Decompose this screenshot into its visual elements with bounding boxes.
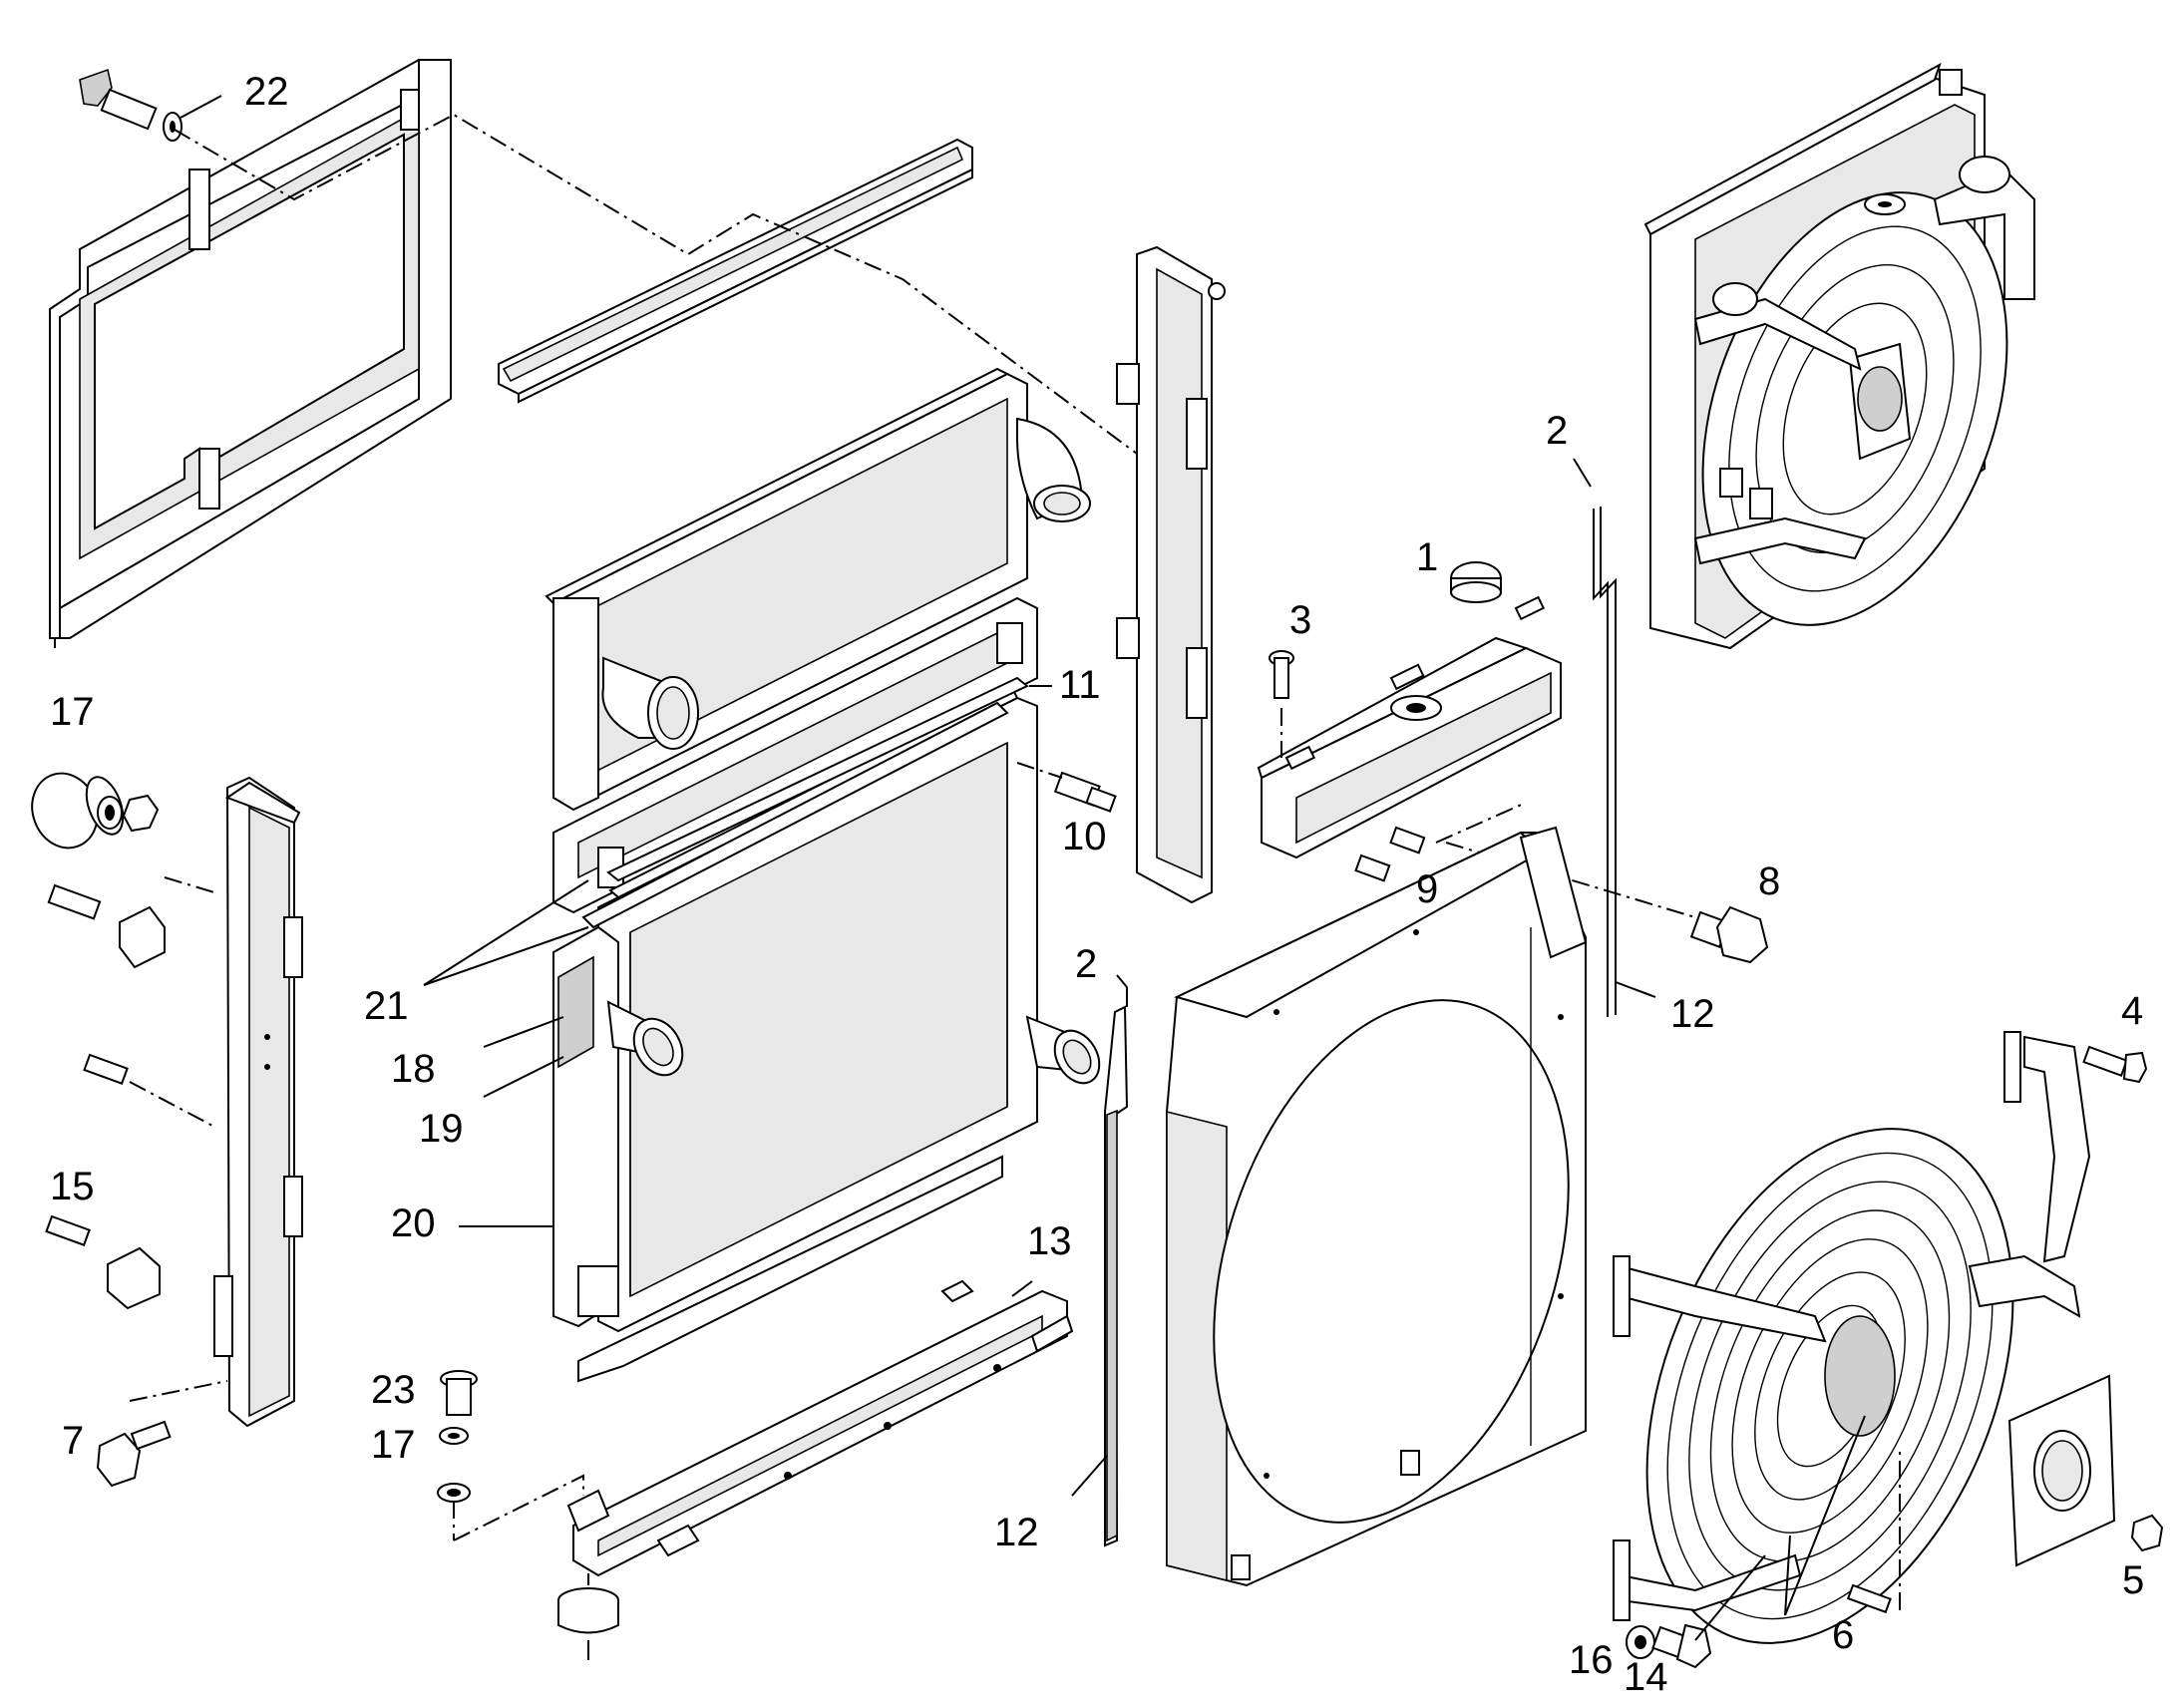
bottom-seal-strip [577, 1155, 1003, 1383]
callout-8: 8 [1758, 859, 1780, 903]
radiator-cap-1 [1450, 561, 1502, 603]
charge-air-cooler [545, 367, 1091, 812]
center-upright-member [1116, 245, 1226, 904]
left-hardware [31, 772, 215, 1488]
guard-frame [49, 59, 452, 648]
callout-7: 7 [62, 1419, 84, 1463]
seal-strip-11 [606, 676, 1052, 882]
fan-shroud [1166, 826, 1588, 1587]
fan-assembly [1613, 1031, 2116, 1644]
callout-10: 10 [1062, 815, 1107, 858]
callout-numbers: 1 2 2 3 4 5 6 7 8 9 10 11 12 12 13 14 15… [50, 70, 2144, 1699]
leader-lines [423, 458, 1866, 1641]
callout-6: 6 [1832, 1613, 1854, 1657]
assembled-cooler-view [1643, 62, 2035, 650]
callout-9: 9 [1416, 867, 1438, 911]
rubber-mount [557, 1573, 619, 1660]
bolt-4 [2082, 1045, 2148, 1084]
seal-strip-2-12-center [1104, 1005, 1129, 1547]
callout-20: 20 [391, 1201, 436, 1245]
callout-22: 22 [244, 70, 289, 114]
callout-21: 21 [364, 984, 409, 1028]
callout-16: 16 [1569, 1638, 1614, 1682]
callout-15: 15 [50, 1165, 95, 1208]
nut-5 [2130, 1514, 2164, 1552]
assembly-lines [174, 113, 1527, 844]
callout-19: 19 [419, 1107, 464, 1151]
callout-12: 12 [1670, 992, 1715, 1036]
callout-2: 2 [1075, 942, 1097, 986]
bolt-23-washers [437, 1370, 584, 1541]
fittings-9 [1354, 826, 1426, 882]
seal-strip-2-12-right [1593, 507, 1617, 1017]
knob-screw-22 [79, 68, 222, 142]
callout-4: 4 [2121, 989, 2143, 1033]
callout-3: 3 [1289, 598, 1311, 642]
callout-23: 23 [371, 1368, 416, 1412]
callout-17: 17 [50, 690, 95, 734]
callout-1: 1 [1416, 535, 1438, 579]
callout-2: 2 [1546, 409, 1568, 453]
expansion-tank [1257, 595, 1562, 859]
callout-13: 13 [1027, 1219, 1072, 1263]
radiator-core [552, 686, 1101, 1333]
top-cross-beam [498, 138, 973, 404]
callout-12: 12 [994, 1511, 1039, 1554]
callout-11: 11 [1059, 663, 1101, 707]
mounting-strip-21 [552, 596, 1038, 914]
hardware-14-16 [1626, 1446, 1901, 1669]
fitting-10 [1016, 762, 1117, 813]
callout-18: 18 [391, 1047, 436, 1091]
bolt-3 [1269, 650, 1294, 758]
callout-17: 17 [371, 1423, 416, 1467]
callout-14: 14 [1624, 1655, 1668, 1699]
left-side-member [129, 776, 303, 1428]
callout-5: 5 [2122, 1558, 2144, 1602]
mounting-rail-13 [566, 1279, 1074, 1577]
